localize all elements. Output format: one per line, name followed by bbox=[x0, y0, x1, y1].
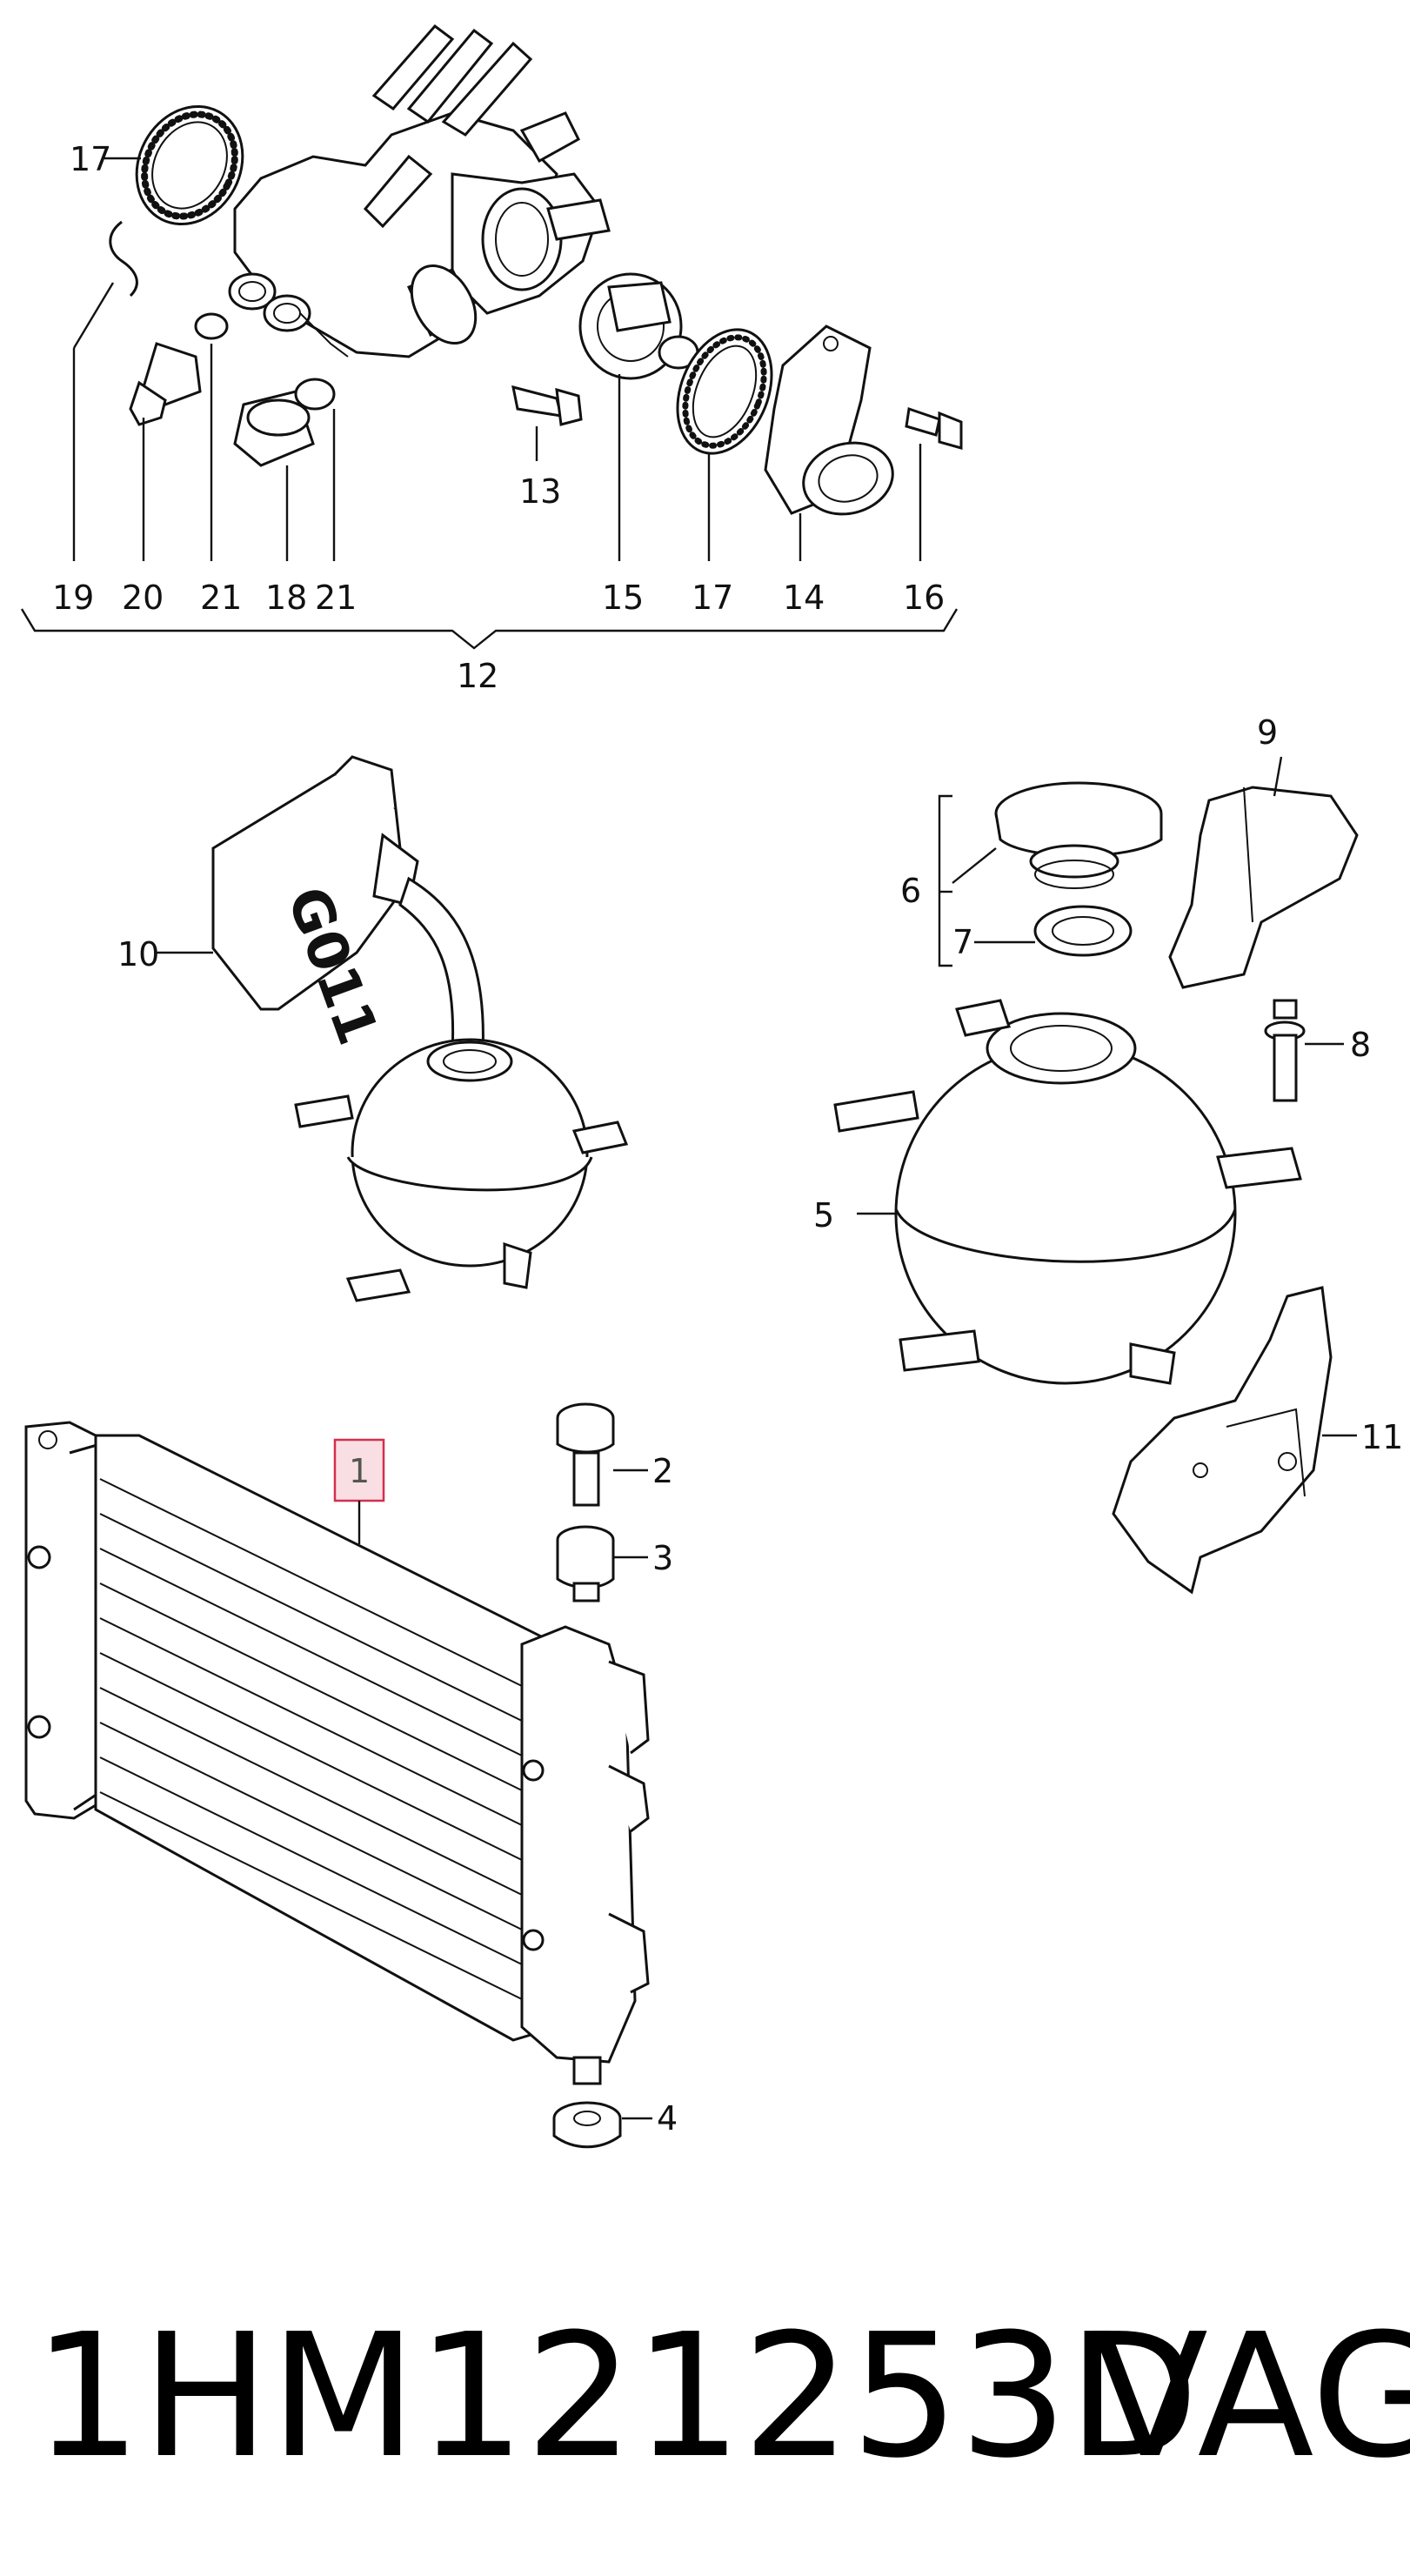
sensor-20 bbox=[129, 342, 202, 426]
cap-18 bbox=[233, 390, 315, 467]
grommet-4 bbox=[552, 2101, 622, 2149]
callout-21-left: 21 bbox=[200, 579, 242, 617]
callout-6: 6 bbox=[900, 872, 921, 910]
callout-20: 20 bbox=[122, 579, 164, 617]
callout-17-middle: 17 bbox=[692, 579, 733, 617]
expansion-tank-left bbox=[294, 1038, 629, 1302]
callout-12: 12 bbox=[457, 657, 498, 695]
callout-10: 10 bbox=[117, 935, 159, 974]
screw-2 bbox=[556, 1402, 615, 1507]
callout-1: 1 bbox=[349, 1452, 370, 1490]
callout-3: 3 bbox=[652, 1539, 673, 1577]
flange-14 bbox=[764, 325, 894, 516]
callout-11: 11 bbox=[1361, 1418, 1403, 1456]
part-number: 1HM121253D bbox=[33, 2298, 1200, 2496]
radiator-fins bbox=[99, 1478, 523, 2000]
callout-7: 7 bbox=[952, 923, 973, 961]
gasket-17-top bbox=[135, 104, 244, 226]
filler-cap-6 bbox=[994, 781, 1163, 889]
sleeve-3 bbox=[556, 1525, 615, 1602]
callout-15: 15 bbox=[602, 579, 644, 617]
coolant-canister: G011 bbox=[211, 755, 419, 1053]
coolant-flange-assembly bbox=[20, 23, 963, 650]
callout-labels: 17 19 20 21 18 21 13 15 17 14 16 12 10 9… bbox=[52, 140, 1403, 2138]
thermostat-15 bbox=[578, 272, 699, 380]
screw-8 bbox=[1264, 999, 1306, 1102]
flange-housing bbox=[228, 23, 611, 358]
callout-5: 5 bbox=[813, 1196, 834, 1234]
bolt-16 bbox=[905, 406, 963, 450]
gasket-17-middle bbox=[676, 328, 773, 455]
radiator-group bbox=[24, 1402, 652, 2149]
o-ring-21-left bbox=[194, 312, 229, 340]
clip-19 bbox=[109, 220, 138, 298]
o-ring-21-right bbox=[294, 378, 336, 411]
callout-19: 19 bbox=[52, 579, 94, 617]
coolant-stream bbox=[398, 876, 484, 1054]
brand-name: VAG bbox=[1092, 2298, 1410, 2496]
callout-9: 9 bbox=[1257, 713, 1278, 752]
seal-7 bbox=[1033, 905, 1133, 957]
callout-4: 4 bbox=[657, 2099, 678, 2138]
expansion-tank-5 bbox=[833, 999, 1302, 1385]
expansion-tank-group bbox=[833, 756, 1359, 1595]
cover-9 bbox=[1168, 786, 1359, 989]
radiator-1 bbox=[24, 1421, 650, 2085]
callout-18: 18 bbox=[265, 579, 307, 617]
bracket-11 bbox=[1112, 1286, 1333, 1595]
callout-8: 8 bbox=[1350, 1026, 1371, 1064]
callout-21-right: 21 bbox=[315, 579, 357, 617]
callout-13: 13 bbox=[519, 472, 561, 511]
callout-14: 14 bbox=[783, 579, 825, 617]
callout-2: 2 bbox=[652, 1452, 673, 1490]
coolant-fill-group: G011 bbox=[157, 755, 629, 1302]
callout-16: 16 bbox=[903, 579, 945, 617]
callout-17-top: 17 bbox=[70, 140, 111, 178]
bolt-13 bbox=[511, 385, 583, 426]
